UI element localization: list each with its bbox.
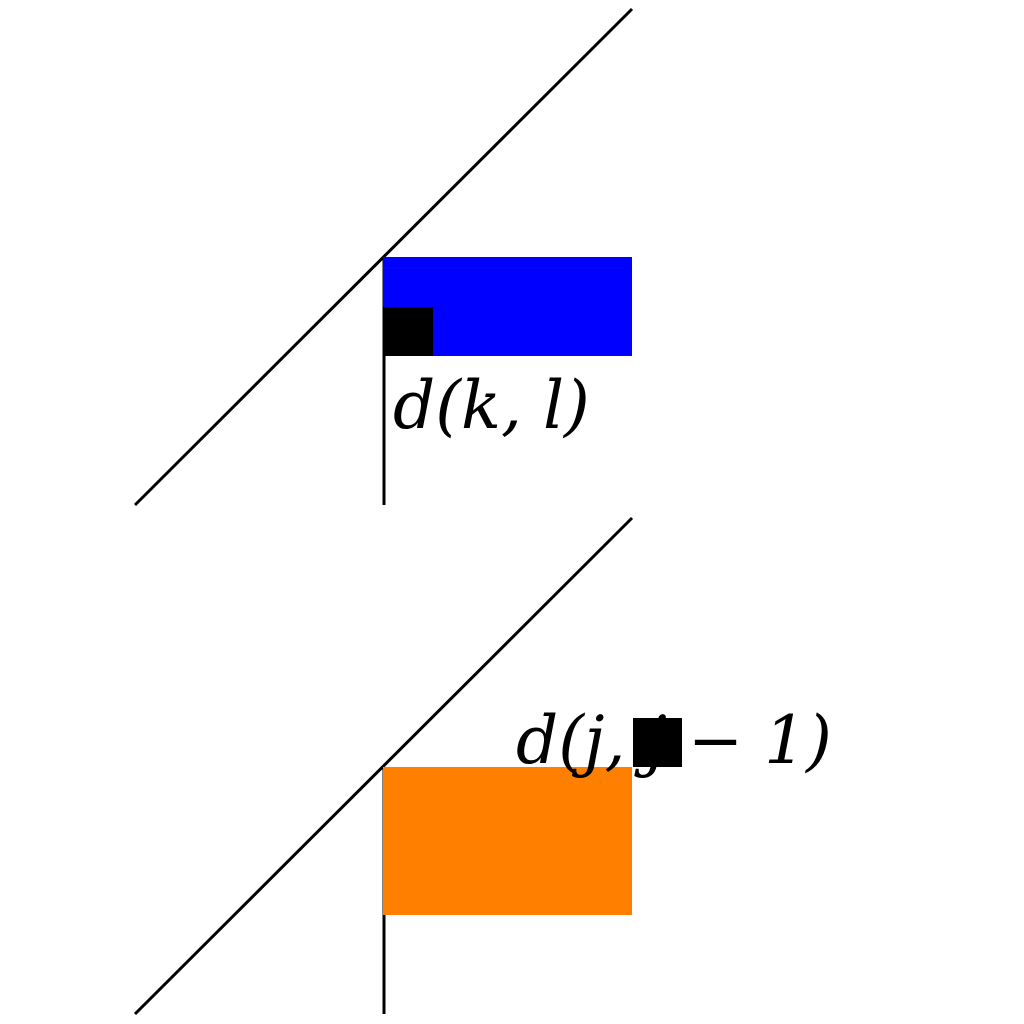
- upper-panel: d(k, l): [133, 7, 634, 507]
- lower-marker-square: [633, 718, 682, 767]
- lower-orange-block: [383, 767, 632, 915]
- upper-marker-square: [383, 307, 433, 356]
- lower-panel: d(j, j − 1): [133, 516, 832, 1016]
- lower-diagonal-line: [133, 516, 634, 1016]
- upper-label: d(k, l): [393, 367, 590, 444]
